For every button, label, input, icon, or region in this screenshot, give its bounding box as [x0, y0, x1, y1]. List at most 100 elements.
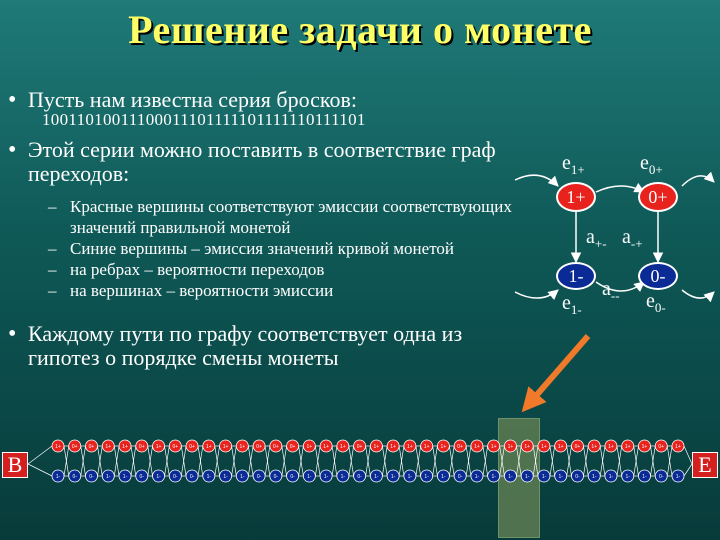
dash-icon: –	[48, 260, 57, 279]
chain-node-bottom	[671, 469, 685, 483]
chain-node-bottom	[403, 469, 417, 483]
chain-node-bottom	[587, 469, 601, 483]
chain-edge	[315, 445, 321, 477]
chain-node-top	[571, 439, 584, 453]
chain-node-top	[85, 439, 98, 453]
chain-node-top-label: 1+	[675, 444, 681, 450]
chain-node-bottom	[219, 469, 232, 483]
chain-node-top-label: 1+	[407, 444, 413, 450]
chain-edge	[683, 463, 693, 477]
chain-node-top-label: 1+	[105, 444, 111, 450]
chain-edge	[231, 445, 237, 477]
chain-node-bottom	[369, 469, 383, 483]
chain-node-bottom	[51, 469, 65, 483]
chain-node-top-label: 1+	[424, 444, 430, 450]
chain-edge	[398, 445, 405, 477]
chain-node-top-label: 1+	[642, 444, 648, 450]
chain-edge	[599, 445, 606, 477]
sub-item-text: на ребрах – вероятности переходов	[70, 260, 325, 279]
chain-node-top	[219, 439, 232, 453]
chain-node-bottom-label: 0-	[357, 474, 362, 480]
bullet-1-text: Пусть нам известна серия бросков:	[28, 87, 357, 112]
chain-node-top	[135, 439, 149, 453]
edge-in-top	[514, 174, 559, 187]
chain-edge	[482, 445, 489, 477]
chain-edge	[365, 445, 371, 477]
chain-node-top	[319, 439, 333, 453]
chain-node-bottom	[470, 469, 484, 483]
chain-edge	[264, 445, 271, 477]
end-node: E	[692, 452, 718, 478]
chain-node-bottom	[654, 469, 668, 483]
chain-node-top	[537, 439, 551, 453]
chain-node-bottom-label: 0-	[290, 474, 295, 480]
chain-node-bottom-label: 1-	[424, 474, 429, 480]
chain-node-top	[369, 439, 383, 453]
chain-edge	[549, 445, 556, 477]
chain-node-bottom-label: 1-	[642, 474, 647, 480]
chain-node-bottom	[185, 469, 199, 483]
chain-node-top	[386, 439, 400, 453]
chain-node-top-label: 1+	[122, 444, 128, 450]
node-0minus: 0-	[638, 262, 678, 290]
chain-edge	[499, 445, 505, 477]
bullet-2: • Этой серии можно поставить в соответст…	[8, 138, 528, 186]
a-minus-minus-label: a--	[602, 278, 620, 303]
chain-node-bottom-label: 1-	[626, 474, 631, 480]
chain-node-top	[587, 439, 601, 453]
chain-node-top	[621, 439, 635, 453]
chain-node-bottom	[269, 469, 283, 483]
chain-node-bottom	[336, 469, 350, 483]
chain-node-bottom	[202, 469, 216, 483]
sub-item-1: –Красные вершины соответствуют эмиссии с…	[48, 196, 538, 238]
chain-node-top	[487, 439, 501, 453]
chain-node-bottom-label: 1-	[307, 474, 312, 480]
chain-node-top-label: 1+	[206, 444, 212, 450]
chain-node-bottom-label: 1-	[374, 474, 379, 480]
chain-node-top	[470, 439, 484, 453]
sub-item-4: –на вершинах – вероятности эмиссии	[48, 280, 538, 301]
chain-node-bottom	[286, 469, 299, 483]
chain-node-bottom-label: 1-	[609, 474, 614, 480]
bullet-3: • Каждому пути по графу соответствует од…	[8, 322, 528, 370]
chain-node-top-label: 0+	[72, 444, 78, 450]
chain-edge	[516, 445, 522, 477]
chain-node-bottom	[302, 469, 316, 483]
chain-node-bottom	[168, 469, 182, 483]
chain-node-top-label: 1+	[374, 444, 380, 450]
chain-node-top	[520, 439, 534, 453]
chain-node-top-label: 1+	[323, 444, 329, 450]
chain-node-top	[185, 439, 199, 453]
chain-edge	[432, 445, 438, 477]
chain-node-top	[654, 439, 668, 453]
chain-node-top-label: 1+	[608, 444, 614, 450]
chain-edge	[298, 445, 304, 477]
sub-item-2: –Синие вершины – эмиссия значений кривой…	[48, 238, 538, 259]
e0plus-label: e0+	[640, 152, 663, 177]
chain-edge	[80, 445, 86, 477]
chain-edge	[164, 445, 170, 477]
chain-edge	[130, 445, 137, 477]
chain-node-top-label: 1+	[239, 444, 245, 450]
chain-node-bottom	[504, 469, 517, 483]
chain-node-top-label: 0+	[172, 444, 178, 450]
chain-node-bottom	[252, 469, 266, 483]
chain-edge	[616, 445, 623, 477]
chain-node-bottom	[420, 469, 434, 483]
chain-node-top	[554, 439, 568, 453]
bullet-2-text: Этой серии можно поставить в соответстви…	[28, 137, 496, 186]
chain-node-top-label: 1+	[340, 444, 346, 450]
a-minus-plus-label: a-+	[622, 226, 643, 251]
chain-node-bottom-label: 1-	[491, 474, 496, 480]
chain-node-top	[453, 439, 467, 453]
chain-node-bottom	[571, 469, 584, 483]
sub-item-text: на вершинах – вероятности эмиссии	[70, 281, 334, 300]
chain-node-bottom-label: 1-	[441, 474, 446, 480]
chain-node-top	[353, 439, 367, 453]
chain-node-bottom-label: 0-	[89, 474, 94, 480]
chain-node-top	[51, 439, 65, 453]
chain-node-bottom-label: 1-	[391, 474, 396, 480]
chain-edge	[666, 445, 673, 477]
node-1minus: 1-	[556, 262, 596, 290]
